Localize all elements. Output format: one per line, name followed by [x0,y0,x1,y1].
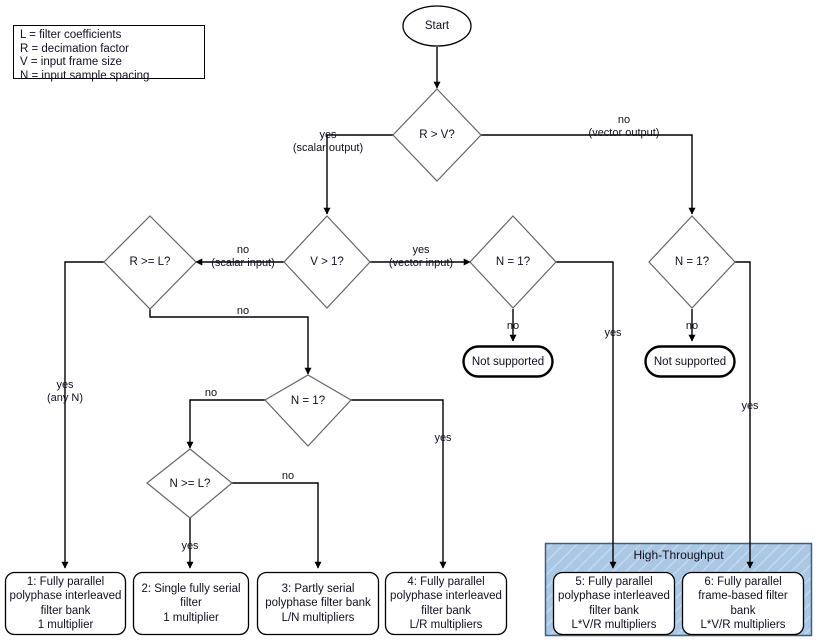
edge-label-n1right-yes: yes [741,400,759,412]
edge-rgel-no [149,309,312,375]
node-not-supported-middle[interactable] [462,345,554,378]
node-decision-n-ge-l[interactable] [146,448,233,519]
edge-rv-yes [323,134,394,215]
node-not-supported-right[interactable] [644,345,736,378]
node-result-2[interactable] [132,571,250,636]
edge-n1lower-no [186,399,265,449]
edge-ngel-no [232,482,322,569]
edge-n1right-yes [735,261,754,569]
node-decision-r-gt-v[interactable] [392,88,482,182]
legend-box: L = filter coefficients R = decimation f… [13,25,205,82]
edge-label-rv-no: no (vector output) [588,114,660,139]
edge-label-rgel-no: no [236,305,250,317]
edge-label-ngel-yes: yes [181,540,199,552]
edge-label-n1mid-no: no [506,320,520,332]
edge-label-rv-yes: yes (scalar output) [292,129,364,154]
edge-label-n1right-no: no [685,320,699,332]
edge-n1mid-yes [556,261,617,569]
node-result-1[interactable] [4,571,127,636]
node-result-4[interactable] [384,571,508,636]
node-result-6[interactable] [681,571,805,636]
edge-label-n1lower-yes: yes [434,432,452,444]
node-start[interactable] [402,5,472,47]
edge-label-v-no-scalar: no (scalar input) [211,244,275,269]
edge-label-rgel-yes-anyn: yes (any N) [46,379,84,404]
edge-n1lower-yes [351,399,447,569]
edge-label-n1lower-no: no [204,387,218,399]
edge-label-ngel-no: no [281,470,295,482]
node-result-5[interactable] [552,571,676,636]
high-throughput-group-label: High-Throughput [633,548,724,562]
edge-rgel-yes [61,261,105,569]
edge-label-v-yes-vector: yes (vector input) [388,244,454,269]
node-decision-n-eq-1-right[interactable] [648,215,736,309]
edge-rv-no [481,134,696,215]
node-decision-r-ge-l[interactable] [103,215,197,310]
edge-label-n1mid-yes: yes [604,327,622,339]
node-decision-n-eq-1-lower[interactable] [264,374,352,447]
node-result-3[interactable] [256,571,380,636]
node-decision-n-eq-1-middle[interactable] [469,215,557,309]
node-decision-v-gt-1[interactable] [283,215,371,309]
